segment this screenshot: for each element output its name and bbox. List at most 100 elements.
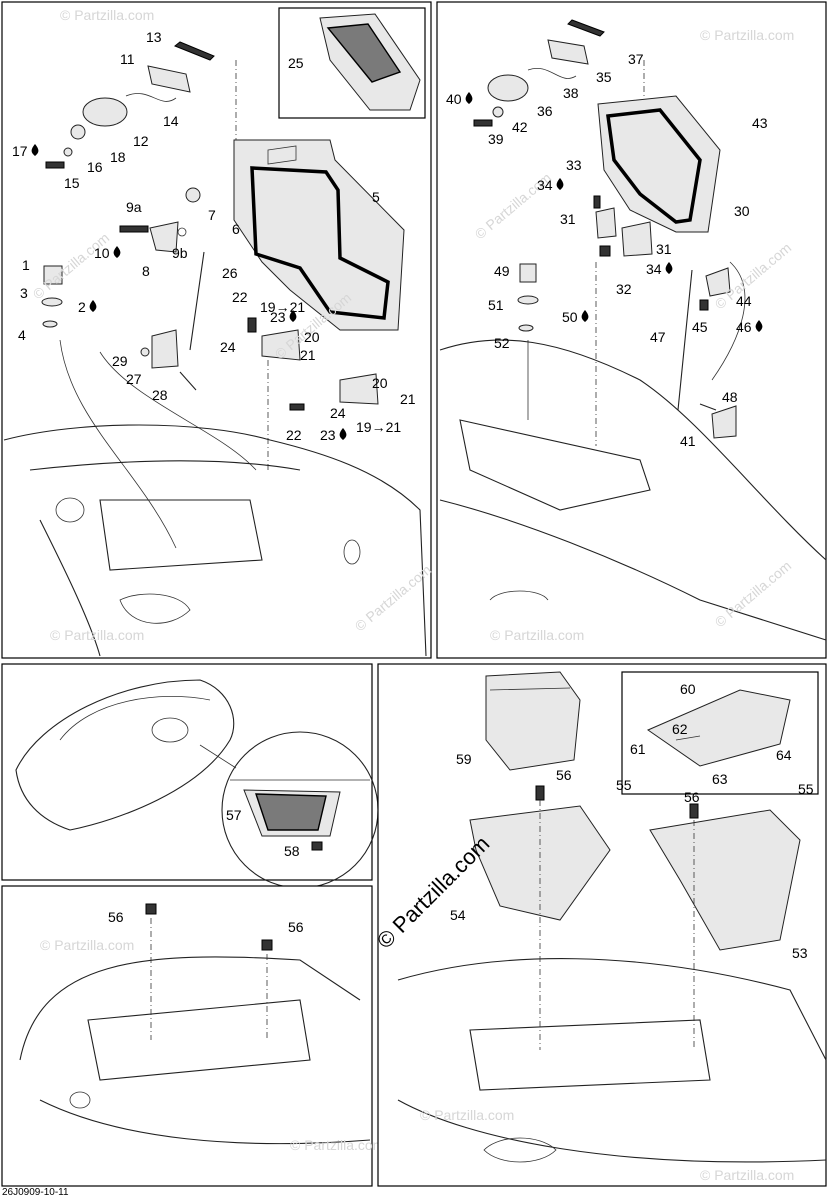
callout-panel-b-13: 34 [646,261,662,277]
callout-panel-b-16: 51 [488,297,504,313]
callout-panel-b-17: 50 [562,309,578,325]
callout-panel-a-28: 27 [126,371,142,387]
drop-icon [113,246,121,258]
mesh-panel-25 [326,23,402,83]
bracket-20b [339,373,379,405]
hinge-31a [595,207,617,239]
hull-outline-b [439,339,827,561]
handle-b [489,590,549,601]
nut-7 [185,187,201,203]
latch-37 [567,19,605,37]
callout-panel-a-6: 18 [110,149,126,165]
callout-panel-e-9: 55 [798,781,814,797]
screw-9a [119,225,149,233]
footer-code: 26J0909-10-11 [2,1187,69,1198]
callout-panel-e-5: 61 [630,741,646,757]
plate-12 [82,97,128,127]
screw-32 [599,245,611,257]
spring-14 [125,93,177,102]
boat-deck-line [59,696,211,741]
hull-deck-b [439,499,827,641]
callout-panel-e-6: 64 [776,747,792,763]
callout-panel-a-24: 20 [304,329,320,345]
strut-26 [189,251,205,351]
callout-panel-a-13: 10 [94,245,110,261]
gasket-6 [250,166,390,320]
leader-curve-2 [99,351,257,471]
storage-well-e [469,1019,711,1091]
callout-panel-e-8: 56 [684,789,700,805]
washer-42 [492,106,504,118]
callout-panel-a-18: 3 [20,285,28,301]
strut-47 [677,269,693,411]
callout-panel-b-8: 33 [566,157,582,173]
screw-15 [45,161,65,169]
storage-well-d [87,999,311,1081]
latch-plate-slot [267,145,297,165]
label-62 [675,735,701,741]
knob-49 [519,263,537,283]
screw-39 [473,119,493,127]
callout-panel-b-22: 47 [650,329,666,345]
panel-a: © Partzilla.com © Partzilla.com © Partzi… [1,1,434,659]
callout-panel-e-3: 60 [680,681,696,697]
callout-panel-b-7: 43 [752,115,768,131]
hatch-cover-5 [233,139,405,331]
callout-panel-b-1: 35 [596,69,612,85]
drop-icon [339,428,347,440]
screw-56b [261,939,273,951]
callout-panel-a-17: 1 [22,257,30,273]
panel-d-frame [1,885,373,1187]
hull-outline-e [397,958,827,1061]
latch-body-11 [147,65,191,93]
steering-wheel [151,717,189,743]
mesh-57 [255,793,327,831]
plate-36 [487,74,529,102]
washer-16 [63,147,73,157]
port-d [69,1091,91,1109]
callout-panel-a-16: 26 [222,265,238,281]
callout-panel-e-11: 53 [792,945,808,961]
callout-panel-a-31: 21 [400,391,416,407]
callout-panel-a-20: 4 [18,327,26,343]
screw-45 [699,299,709,311]
leader-curve-1 [59,339,177,549]
callout-panel-e-1: 56 [556,767,572,783]
washer-4 [42,320,58,328]
watermark-a4: © Partzilla.com [50,627,144,643]
cooler-lid-line [489,687,571,691]
seal-43 [606,108,702,224]
bracket-8 [149,221,179,253]
tray-60 [646,689,791,767]
callout-panel-b-18: 52 [494,335,510,351]
detail-pointer [199,744,237,769]
callout-panel-b-11: 31 [560,211,576,227]
latch-body-35 [547,39,589,65]
drop-icon [755,320,763,332]
latch-13 [174,41,215,61]
watermark-e2: © Partzilla.com [700,1167,794,1183]
bracket-41 [711,405,737,439]
callout-panel-e-7: 63 [712,771,728,787]
callout-panel-b-15: 49 [494,263,510,279]
pin-28 [179,371,197,391]
hull-side-a [39,519,101,657]
hull-side-d [39,1099,371,1145]
callout-panel-e-10: 54 [450,907,466,923]
callout-panel-b-19: 44 [736,293,752,309]
bracket-27 [151,329,179,369]
callout-panel-b-20: 45 [692,319,708,335]
watermark-a1: © Partzilla.com [60,7,154,23]
drain-a [119,593,191,624]
washer-51 [517,295,539,305]
watermark-b4: © Partzilla.com [490,627,584,643]
callout-panel-a-32: 24 [330,405,346,421]
callout-panel-a-22: 19→21 [260,299,305,315]
drop-icon [31,144,39,156]
callout-panel-a-30: 20 [372,375,388,391]
callout-panel-b-23: 48 [722,389,738,405]
hull-deck-a [29,460,301,471]
